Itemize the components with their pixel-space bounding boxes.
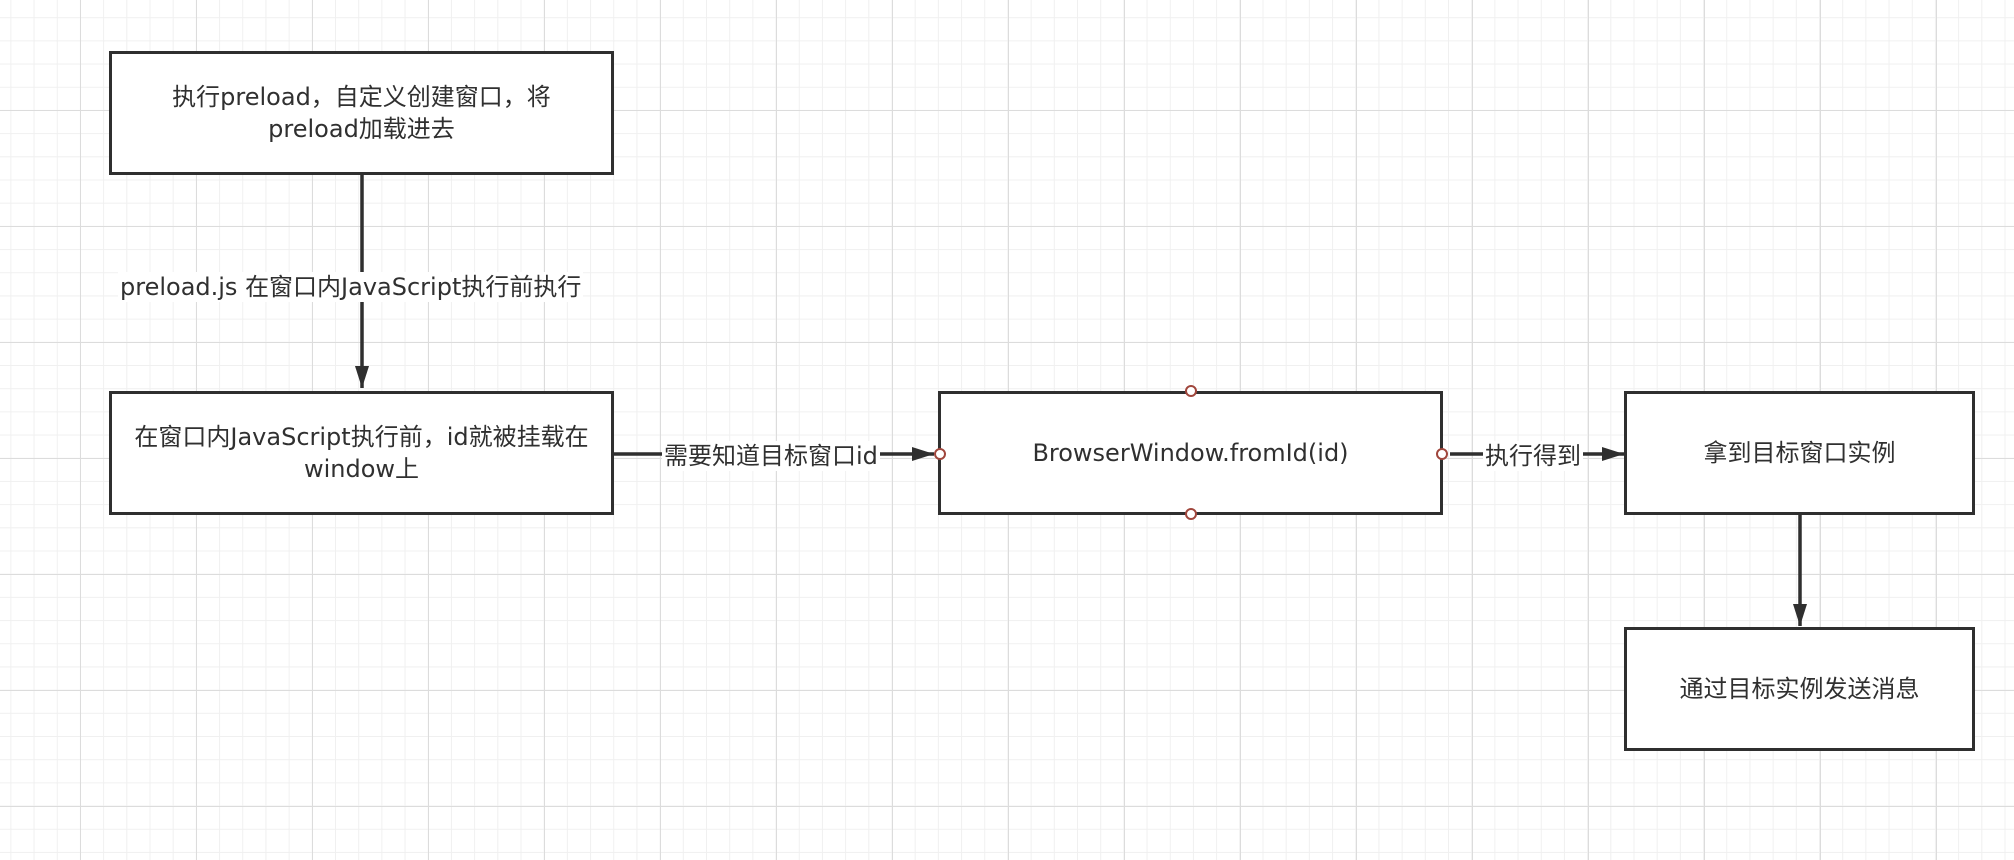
node-send-message[interactable]: 通过目标实例发送消息 (1624, 627, 1975, 751)
edge-label-preload-to-id: preload.js 在窗口内JavaScript执行前执行 (118, 272, 584, 302)
node-send-message-label: 通过目标实例发送消息 (1679, 675, 1920, 703)
edge-label-fromid-to-instance: 执行得到 (1483, 441, 1583, 471)
port-left[interactable] (934, 448, 946, 460)
node-id-mounted-label: 在窗口内JavaScript执行前，id就被挂载在window上 (134, 423, 589, 483)
node-preload-window[interactable]: 执行preload，自定义创建窗口，将preload加载进去 (109, 51, 614, 175)
port-top[interactable] (1185, 385, 1197, 397)
node-preload-window-label: 执行preload，自定义创建窗口，将preload加载进去 (172, 83, 551, 143)
node-target-instance-label: 拿到目标窗口实例 (1703, 439, 1896, 467)
node-id-mounted[interactable]: 在窗口内JavaScript执行前，id就被挂载在window上 (109, 391, 614, 515)
port-right[interactable] (1436, 448, 1448, 460)
node-target-instance[interactable]: 拿到目标窗口实例 (1624, 391, 1975, 515)
node-from-id-label: BrowserWindow.fromId(id) (1032, 439, 1349, 467)
port-bottom[interactable] (1185, 508, 1197, 520)
edge-label-id-to-fromid: 需要知道目标窗口id (662, 441, 880, 471)
node-from-id[interactable]: BrowserWindow.fromId(id) (938, 391, 1443, 515)
